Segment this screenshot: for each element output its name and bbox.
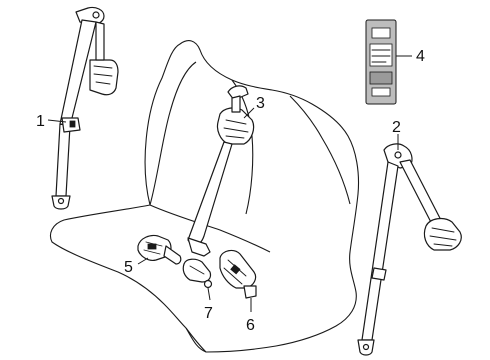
part-5-buckle — [137, 234, 182, 265]
part-6-buckle-assembly — [219, 249, 257, 299]
leader-5 — [137, 257, 149, 265]
seat-back-right-shoulder — [289, 95, 351, 205]
seat-cushion-left-edge — [49, 204, 187, 329]
callout-2: 2 — [392, 119, 401, 136]
leader-1 — [47, 119, 67, 123]
callout-4: 4 — [416, 48, 425, 65]
seat-cushion-front-edge — [185, 327, 207, 353]
leader-7 — [207, 287, 211, 301]
callout-5: 5 — [124, 259, 133, 276]
part-2-right-seat-belt — [357, 143, 462, 356]
callout-7: 7 — [204, 305, 213, 322]
callout-3: 3 — [256, 95, 265, 112]
callout-1: 1 — [36, 113, 45, 130]
seat-back-inner-left — [149, 61, 197, 206]
seat-back-outline — [144, 40, 360, 353]
leader-3 — [243, 107, 255, 119]
part-1-left-seat-belt — [51, 6, 119, 210]
part-4-belt-label-tag — [365, 19, 397, 105]
part-7-anchor-bracket — [182, 258, 213, 289]
callout-6: 6 — [246, 317, 255, 334]
seat-joint-line — [149, 204, 271, 253]
